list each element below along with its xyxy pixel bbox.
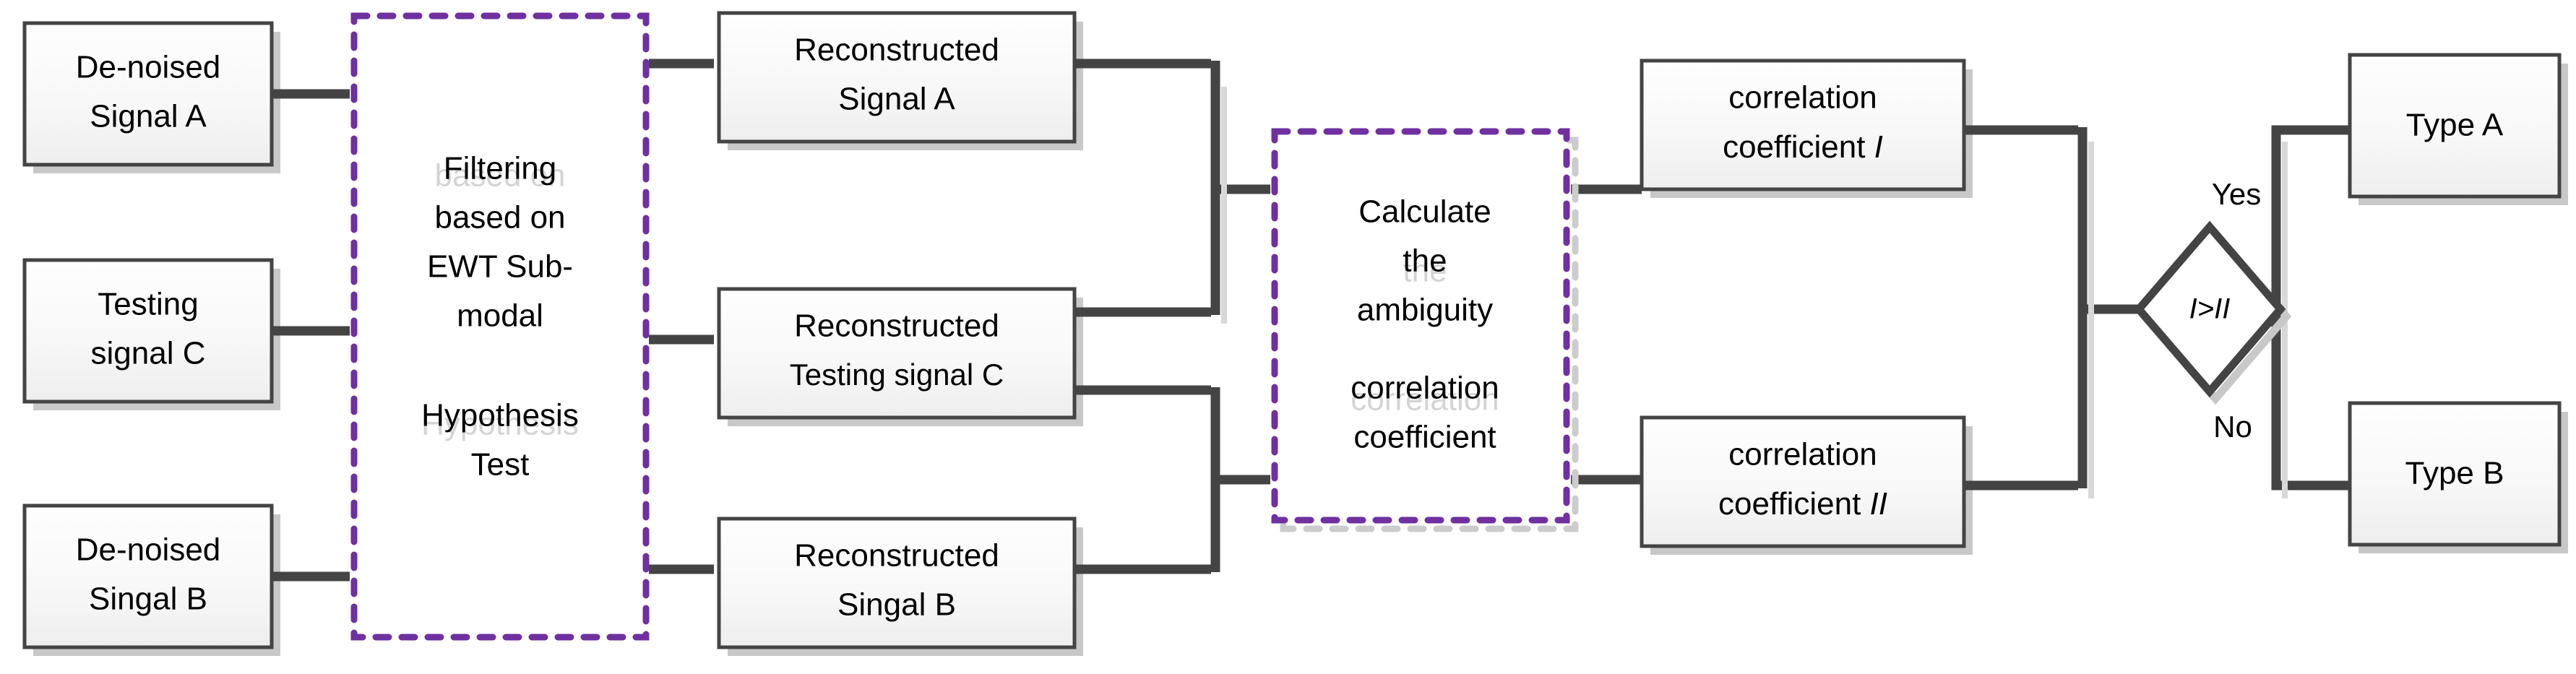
edge-label-yes: Yes [2212, 177, 2262, 211]
calculate-line-1: Calculate [1358, 194, 1491, 230]
coef-1-line2: coefficient I [1723, 129, 1883, 165]
rec-b-line2: Singal B [837, 587, 956, 623]
input-b-line1: De-noised [76, 532, 221, 568]
process-line-4: modal [457, 298, 543, 334]
calculate-line-5: coefficient [1353, 420, 1496, 455]
rec-c-line2: Testing signal C [790, 358, 1004, 392]
rec-c-line1: Reconstructed [794, 308, 999, 344]
input-c-line2: signal C [91, 336, 206, 371]
reconstructed-box-singal-b[interactable]: Reconstructed Singal B [717, 517, 1077, 649]
coef-2-line1: correlation [1728, 437, 1877, 472]
arrow-decision-yes-to-type-a [2271, 125, 2349, 309]
process-line-6: Test [471, 447, 530, 483]
coef-1-prefix: coefficient [1723, 129, 1874, 165]
process-line-2: based on [434, 200, 565, 236]
input-c-line1: Testing [98, 287, 198, 322]
reconstructed-box-testing-signal-c[interactable]: Reconstructed Testing signal C [717, 287, 1077, 420]
calculate-line-3: ambiguity [1357, 293, 1493, 328]
process-dashed-border [350, 12, 650, 641]
rec-b-line1: Reconstructed [794, 538, 999, 574]
reconstructed-box-signal-a[interactable]: Reconstructed Signal A [717, 11, 1077, 144]
input-a-line2: Signal A [90, 99, 207, 134]
edge-label-no: No [2213, 410, 2252, 444]
coef-1-symbol: I [1874, 129, 1883, 165]
coefficient-box-one[interactable]: correlation coefficient I [1640, 59, 1966, 191]
input-a-line1: De-noised [76, 50, 221, 85]
process-line-1: Filtering [444, 151, 557, 186]
rec-a-line2: Signal A [838, 82, 955, 117]
outcome-box-type-a[interactable]: Type A [2348, 53, 2562, 199]
rec-a-line1: Reconstructed [794, 33, 999, 68]
input-b-line2: Singal B [89, 582, 207, 617]
outcome-a-label: Type A [2406, 108, 2504, 143]
calculate-dashed-border [1271, 128, 1570, 524]
process-ghost-line-2: Hypothesis [421, 407, 579, 442]
arrow-decision-no-to-type-b [2271, 309, 2349, 491]
process-box-filtering[interactable]: based on Hypothesis Filtering based on E… [350, 12, 650, 641]
decision-label: I>II [2189, 293, 2231, 325]
calculate-line-4: correlation [1351, 371, 1499, 406]
calculate-line-2: the [1403, 243, 1447, 279]
process-line-3: EWT Sub- [427, 249, 573, 285]
calculate-ghost-line-2: correlation [1351, 382, 1499, 418]
process-box-calculate[interactable]: the correlation Calculate the ambiguity … [1271, 128, 1579, 532]
coefficient-box-two[interactable]: correlation coefficient II [1640, 415, 1966, 548]
coef-2-symbol: II [1870, 486, 1887, 522]
process-ghost-line-1: based on [434, 158, 565, 194]
coef-1-line1: correlation [1728, 80, 1877, 116]
connectors [273, 59, 2349, 582]
input-box-testing-signal-c[interactable]: Testing signal C [22, 258, 274, 404]
outcome-b-label: Type B [2405, 456, 2504, 491]
input-box-de-noised-signal-a[interactable]: De-noised Signal A [22, 21, 274, 167]
decision-diamond-shape [2133, 220, 2286, 398]
outcome-box-type-b[interactable]: Type B [2348, 401, 2562, 547]
decision-diamond[interactable]: I>II [2133, 220, 2292, 405]
input-box-de-noised-singal-b[interactable]: De-noised Singal B [22, 504, 274, 649]
coef-2-line2: coefficient II [1718, 486, 1887, 522]
process-line-5: Hypothesis [421, 398, 579, 433]
calculate-ghost-line-1: the [1403, 254, 1447, 289]
coef-2-prefix: coefficient [1718, 486, 1870, 522]
